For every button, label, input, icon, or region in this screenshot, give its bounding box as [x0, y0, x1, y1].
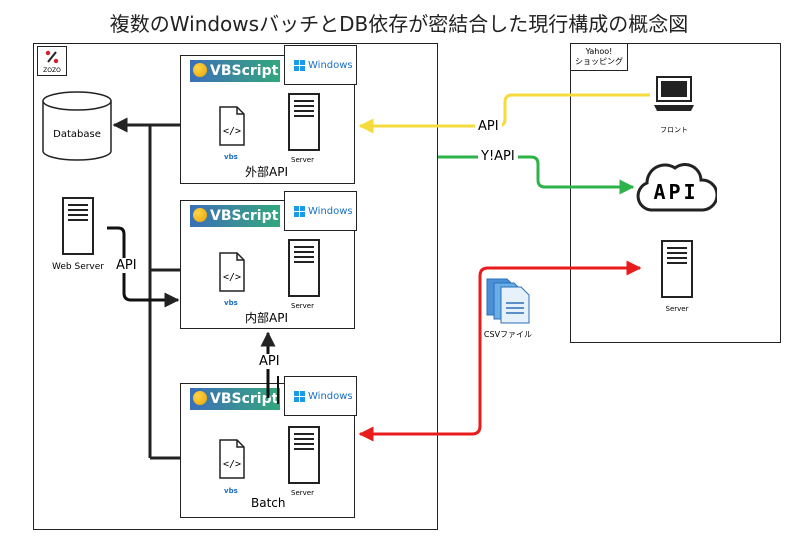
internal-vbscript-banner: VBScript: [190, 205, 280, 227]
database-label: Database: [53, 129, 101, 140]
internal-windows-box: Windows: [284, 191, 357, 231]
front-pc-icon: [654, 76, 694, 111]
yellow-api-line: [358, 93, 650, 134]
server-icon: [288, 426, 320, 484]
server-icon: [62, 197, 94, 255]
server-icon: [288, 239, 320, 297]
batch-vbscript-banner: VBScript: [190, 388, 280, 410]
windows-icon: [294, 206, 305, 217]
zozo-logo-text: ZOZO: [43, 67, 61, 74]
batch-server-label: Server: [291, 489, 314, 497]
batch-windows-label: Windows: [308, 391, 353, 402]
yahoo-server-label: Server: [665, 305, 689, 313]
zozo-logo: ZOZO: [37, 46, 67, 76]
api-cloud-icon: [636, 163, 717, 212]
external-vbscript-banner: VBScript: [190, 60, 280, 82]
windows-icon: [294, 60, 305, 71]
yahoo-label-line2: ショッピング: [575, 57, 623, 66]
batch-windows-box: Windows: [284, 376, 357, 416]
batch-label: Batch: [251, 496, 286, 510]
server-icon: [288, 93, 320, 151]
web-server-label: Web Server: [52, 262, 104, 272]
edge-label-api-web: API: [114, 258, 139, 273]
edge-label-yapi: Y!API: [478, 149, 518, 164]
db-bus-line: [114, 125, 180, 460]
api-cloud-label: API: [653, 180, 699, 204]
red-csv-line: [358, 260, 642, 442]
edge-label-api-batch: API: [257, 354, 282, 369]
zozo-logo-icon: [45, 50, 59, 64]
external-windows-label: Windows: [308, 60, 353, 71]
vbs-file-icon: </>: [219, 252, 245, 292]
svg-text:</>: </>: [223, 272, 241, 283]
front-label: フロント: [660, 126, 688, 134]
external-vbs-label: vbs: [224, 153, 238, 161]
batch-vbs-label: vbs: [224, 487, 238, 495]
internal-api-label: 内部API: [245, 311, 288, 325]
edge-label-api-yahoo: API: [475, 119, 502, 134]
external-server-label: Server: [291, 156, 314, 164]
diagram-title: 複数のWindowsバッチとDB依存が密結合した現行構成の概念図: [109, 12, 689, 36]
vbs-file-icon: </>: [219, 439, 245, 479]
yahoo-label-box: Yahoo! ショッピング: [570, 43, 628, 71]
yahoo-label-line1: Yahoo!: [585, 47, 613, 56]
database-icon: [42, 91, 112, 161]
green-yapi-line: [438, 155, 635, 195]
windows-icon: [294, 391, 305, 402]
svg-text:</>: </>: [223, 459, 241, 470]
vbs-file-icon: </>: [219, 106, 245, 146]
svg-text:</>: </>: [223, 126, 241, 137]
internal-vbs-label: vbs: [224, 299, 238, 307]
external-api-label: 外部API: [245, 165, 288, 179]
server-icon: [661, 240, 693, 298]
internal-windows-label: Windows: [308, 206, 353, 217]
external-windows-box: Windows: [284, 45, 357, 85]
internal-server-label: Server: [291, 302, 314, 310]
